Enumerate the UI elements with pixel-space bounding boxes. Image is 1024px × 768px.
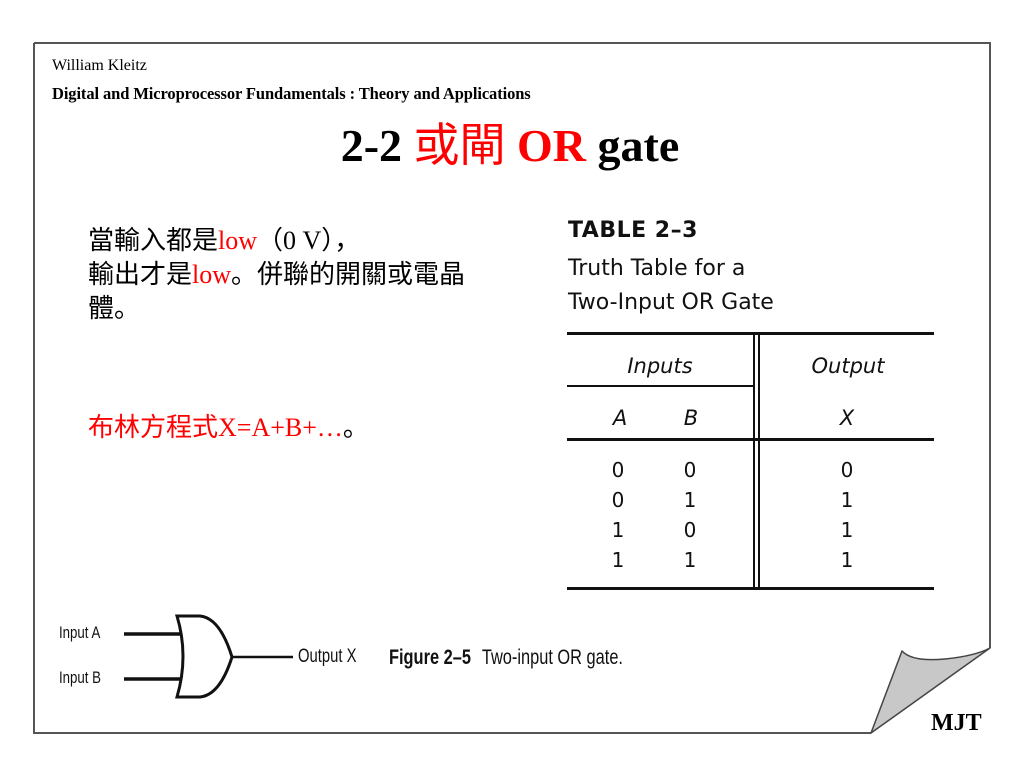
inputs-sub-rule <box>567 385 753 387</box>
figure-caption: Figure 2–5 Two-input OR gate. <box>389 646 623 670</box>
input-b-label: Input B <box>59 668 102 687</box>
input-a-label: Input A <box>59 623 101 642</box>
cell-b: 0 <box>683 458 697 482</box>
table-bottom-rule <box>567 587 934 590</box>
description-line: 當輸入都是low（0 V）， <box>88 224 508 258</box>
slide-title: 2-2 或閘 OR gate <box>0 118 1024 174</box>
figure-caption-text: Two-input OR gate. <box>481 646 623 669</box>
boolean-equation: 布林方程式X=A+B+…。 <box>88 411 369 445</box>
text-segment: 輸出才是 <box>88 260 193 289</box>
cell-a: 0 <box>611 488 625 512</box>
section-number: 2-2 <box>340 120 403 171</box>
column-divider <box>753 332 755 590</box>
text-segment: 當輸入都是 <box>88 226 219 255</box>
cell-a: 1 <box>611 518 625 542</box>
text-segment: 。併聯的開關或電晶體。 <box>88 260 466 323</box>
column-header-x: X <box>839 406 855 430</box>
cell-b: 0 <box>683 518 697 542</box>
or-gate-symbol-icon <box>124 614 293 699</box>
inputs-header: Inputs <box>627 354 693 378</box>
title-or: OR <box>517 120 587 171</box>
cell-b: 1 <box>683 548 697 572</box>
equation-text: 布林方程式X=A+B+… <box>88 413 343 442</box>
equation-period: 。 <box>342 413 369 442</box>
figure-number: Figure 2–5 <box>389 646 471 669</box>
cell-b: 1 <box>683 488 697 512</box>
author-name: William Kleitz <box>52 57 147 74</box>
author-initials: MJT <box>931 710 982 736</box>
cell-a: 1 <box>611 548 625 572</box>
cell-x: 1 <box>840 488 854 512</box>
book-title: Digital and Microprocessor Fundamentals … <box>52 84 531 103</box>
low-keyword: low <box>192 260 232 289</box>
column-divider <box>758 332 760 590</box>
cell-x: 1 <box>840 518 854 542</box>
title-chinese: 或閘 <box>413 120 506 171</box>
table-top-rule <box>567 332 934 335</box>
output-x-label: Output X <box>298 646 357 667</box>
cell-x: 1 <box>840 548 854 572</box>
page-border <box>33 42 991 734</box>
header-bottom-rule <box>567 438 934 441</box>
cell-a: 0 <box>611 458 625 482</box>
title-gate: gate <box>597 120 680 171</box>
text-segment: （0 V）， <box>257 226 361 255</box>
output-header: Output <box>811 354 885 378</box>
table-caption-line2: Two-Input OR Gate <box>568 290 774 315</box>
column-header-a: A <box>612 406 628 430</box>
cell-x: 0 <box>840 458 854 482</box>
low-keyword: low <box>218 226 258 255</box>
description-line: 輸出才是low。併聯的開關或電晶體。 <box>88 258 498 326</box>
page-curl-icon <box>870 647 991 734</box>
table-caption-line1: Truth Table for a <box>568 256 746 281</box>
table-number: TABLE 2–3 <box>568 218 698 243</box>
description-text: 當輸入都是low（0 V）， 輸出才是low。併聯的開關或電晶體。 <box>88 224 508 326</box>
column-header-b: B <box>683 406 699 430</box>
